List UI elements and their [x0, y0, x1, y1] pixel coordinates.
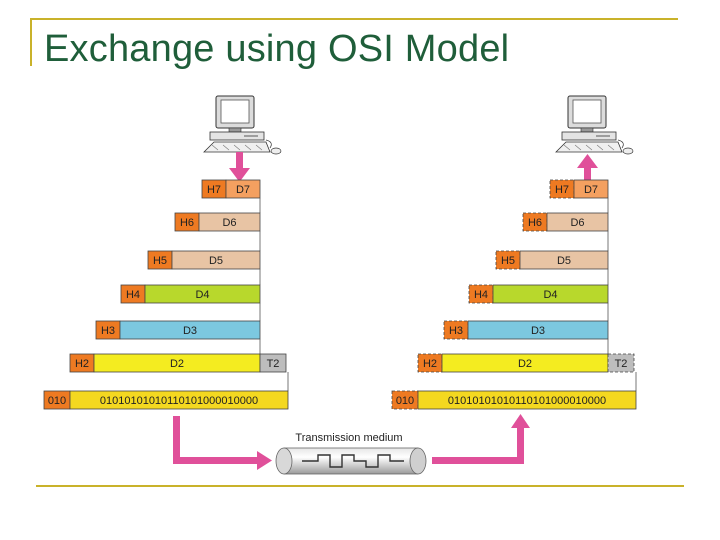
sender-header-label: H5	[153, 255, 167, 267]
receiver-header-label: H2	[423, 358, 437, 370]
sender-header-label: H3	[101, 325, 115, 337]
sender-layer-row: H5 D5	[147, 250, 261, 285]
receiver-layer-row: H6 D6	[522, 212, 609, 251]
receiver-header-label: H5	[501, 255, 515, 267]
receiver-data-label: D5	[557, 255, 571, 267]
receiver-bit-stream: 01010101010110101000010000	[448, 395, 606, 407]
sender-layer-row: H6 D6	[174, 212, 261, 251]
sender-data-box	[119, 320, 261, 340]
receiver-header-label: H4	[474, 289, 488, 301]
sender-layer-row: H7 D7	[201, 179, 261, 213]
receiver-layer-row: H2 D2 T2	[417, 353, 635, 373]
receiver-header-label: H6	[528, 217, 542, 229]
receiver-data-label: D6	[570, 217, 584, 229]
receiver-trailer-label: T2	[615, 358, 628, 370]
sender-data-box	[171, 250, 261, 270]
receiver-data-box	[546, 212, 609, 232]
receiver-data-box	[573, 179, 609, 199]
sender-data-label: D7	[236, 184, 250, 196]
to-medium-arrow-icon	[173, 416, 272, 470]
sender-data-label: D3	[183, 325, 197, 337]
from-medium-arrow-icon	[432, 414, 530, 464]
receiver-layer-row: H7 D7	[549, 179, 609, 213]
sender-trailer-box	[259, 353, 287, 373]
sender-trailer-label: T2	[267, 358, 280, 370]
sender-data-label: D5	[209, 255, 223, 267]
receiver-bit-prefix: 010	[396, 395, 414, 407]
sender-data-box	[198, 212, 261, 232]
sender-header-label: H2	[75, 358, 89, 370]
sender-layer-row: H3 D3	[95, 320, 261, 354]
receiver-trailer-box	[607, 353, 635, 373]
sender-data-label: D6	[222, 217, 236, 229]
sender-computer-icon	[203, 95, 282, 155]
page-title: Exchange using OSI Model	[44, 28, 510, 70]
receiver-data-label: D2	[518, 358, 532, 370]
frame-left-line	[30, 18, 32, 66]
receiver-data-label: D3	[531, 325, 545, 337]
receiver-data-box	[492, 284, 609, 304]
frame-bottom-line	[36, 485, 684, 487]
sender-data-label: D4	[195, 289, 209, 301]
medium-label: Transmission medium	[295, 432, 402, 444]
sender-layer-row: H2 D2 T2	[69, 353, 287, 373]
receiver-header-label: H3	[449, 325, 463, 337]
receiver-computer-icon	[555, 95, 634, 155]
receiver-layer-row: H4 D4	[468, 284, 609, 321]
frame-top-line	[30, 18, 678, 20]
receiver-data-box	[519, 250, 609, 270]
up-arrow-icon	[577, 154, 598, 184]
sender-header-label: H4	[126, 289, 140, 301]
sender-data-box	[144, 284, 261, 304]
receiver-data-label: D7	[584, 184, 598, 196]
transmission-medium-pipe: Transmission medium	[275, 432, 427, 475]
sender-header-label: H6	[180, 217, 194, 229]
receiver-layer-row: H3 D3	[443, 320, 609, 354]
down-arrow-icon	[229, 152, 250, 182]
sender-bit-stream: 01010101010110101000010000	[100, 395, 258, 407]
receiver-data-label: D4	[543, 289, 557, 301]
sender-header-label: H7	[207, 184, 221, 196]
receiver-bit-row: 010 01010101010110101000010000	[391, 390, 637, 410]
sender-data-label: D2	[170, 358, 184, 370]
sender-bit-row: 010 01010101010110101000010000	[43, 390, 289, 410]
sender-bit-prefix: 010	[48, 395, 66, 407]
sender-data-box	[225, 179, 261, 199]
receiver-layer-row: H5 D5	[495, 250, 609, 285]
receiver-data-box	[467, 320, 609, 340]
sender-layer-row: H4 D4	[120, 284, 261, 321]
receiver-header-label: H7	[555, 184, 569, 196]
